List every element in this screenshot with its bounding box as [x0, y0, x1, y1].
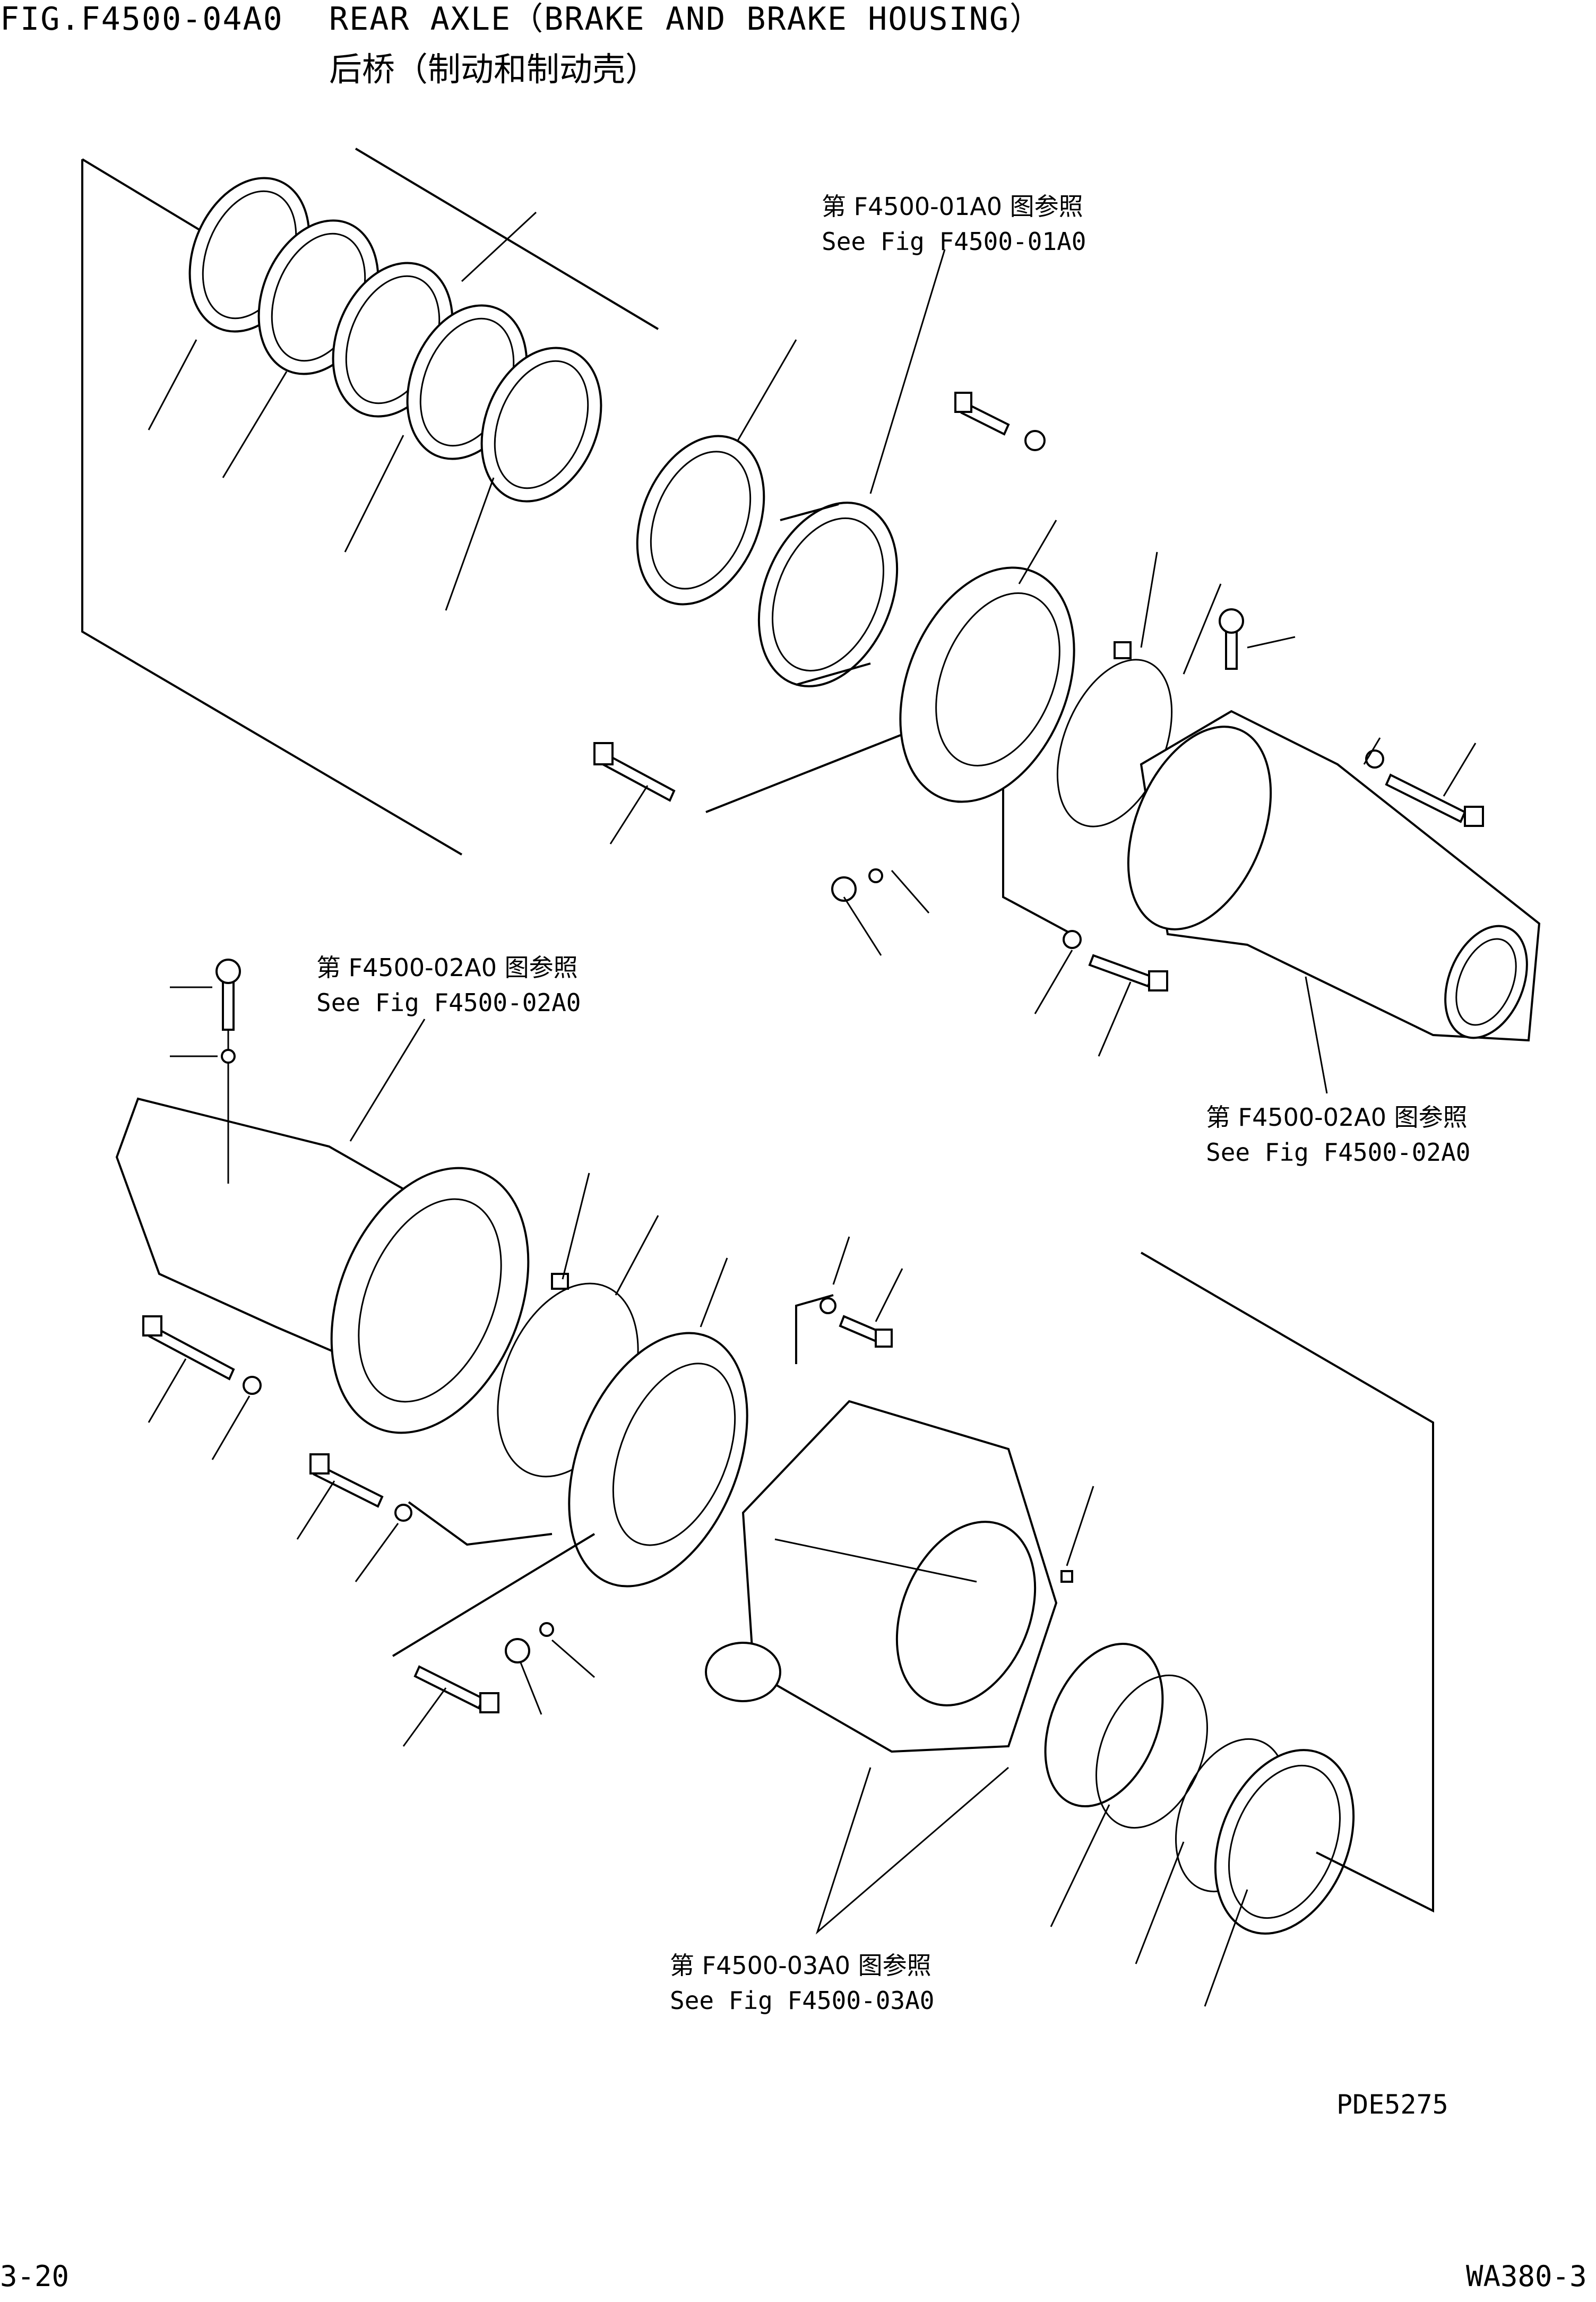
reference-cn: 第 F4500-03A0 图参照 [670, 1951, 931, 1980]
axle-housing-lower [115, 998, 530, 1434]
drawing-number: PDE5275 [1336, 2089, 1448, 2120]
reference-en: See Fig F4500-01A0 [822, 227, 1086, 256]
reference-cn: 第 F4500-02A0 图参照 [1206, 1103, 1468, 1132]
reference-en: See Fig F4500-02A0 [1206, 1138, 1471, 1167]
reference-en: See Fig F4500-03A0 [670, 1986, 935, 2015]
reference-callout-f4500-03a0: 第 F4500-03A0 图参照 See Fig F4500-03A0 [670, 1948, 935, 2018]
brake-housing-upper [899, 566, 1075, 803]
lower-leader-lines [148, 986, 1248, 2007]
lower-fasteners [142, 959, 1073, 1713]
differential-case [705, 1400, 1058, 1753]
page-number: 3-20 [0, 2260, 70, 2293]
lower-group-frame [392, 1252, 1434, 1913]
brake-disc-stack [188, 177, 602, 503]
brake-housing-lower [568, 1332, 748, 1588]
title-chinese: 后桥（制动和制动壳） [329, 50, 659, 89]
axle-housing-upper [1127, 710, 1541, 1042]
figure-id: FIG.F4500-04A0 [0, 1, 283, 38]
reference-en: See Fig F4500-02A0 [316, 988, 581, 1017]
lower-seals [1044, 1642, 1355, 1935]
upper-group-frame [81, 148, 1073, 935]
upper-leader-lines [148, 211, 1477, 1094]
brake-piston [636, 435, 765, 606]
reference-callout-f4500-01a0: 第 F4500-01A0 图参照 See Fig F4500-01A0 [822, 189, 1086, 259]
upper-fasteners [593, 392, 1484, 992]
reference-callout-f4500-02a0-left: 第 F4500-02A0 图参照 See Fig F4500-02A0 [316, 950, 581, 1020]
title-english: REAR AXLE（BRAKE AND BRAKE HOUSING） [329, 1, 1042, 38]
reference-cn: 第 F4500-01A0 图参照 [822, 192, 1083, 221]
ring-gear [757, 502, 899, 687]
model-number: WA380-3 [1466, 2260, 1587, 2293]
reference-callout-f4500-02a0-right: 第 F4500-02A0 图参照 See Fig F4500-02A0 [1206, 1100, 1471, 1170]
reference-cn: 第 F4500-02A0 图参照 [316, 953, 578, 982]
